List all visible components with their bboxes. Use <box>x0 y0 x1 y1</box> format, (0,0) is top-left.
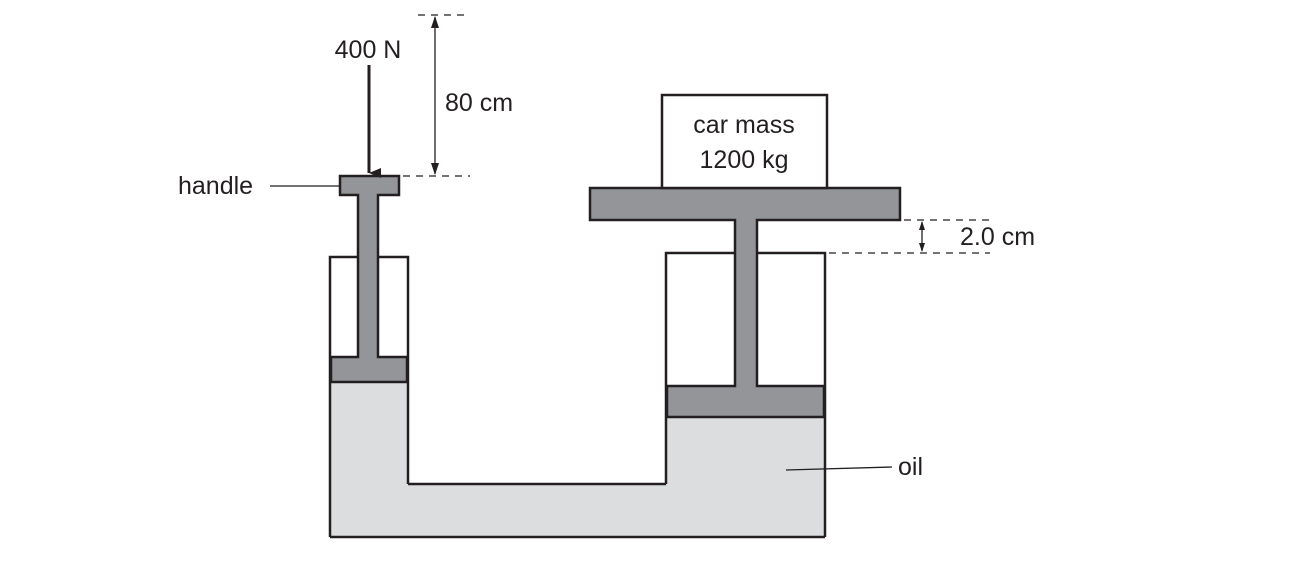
handle-distance-arrowhead-up <box>431 16 439 28</box>
small-piston <box>329 174 409 384</box>
large-piston <box>588 186 902 419</box>
oil-region <box>330 382 825 537</box>
handle-distance-label: 80 cm <box>445 89 513 117</box>
car-mass-value: 1200 kg <box>700 146 789 174</box>
oil-leader-line <box>785 466 893 471</box>
car-mass-box <box>660 93 829 190</box>
oil-label: oil <box>898 453 923 481</box>
lift-arrowhead-up <box>919 221 925 230</box>
force-label: 400 N <box>335 36 402 64</box>
car-mass-label: car mass <box>693 111 794 139</box>
lift-distance-label: 2.0 cm <box>960 223 1035 251</box>
handle-label: handle <box>178 172 253 200</box>
connecting-channel <box>330 482 825 539</box>
lift-arrowhead-down <box>919 243 925 252</box>
handle-distance-arrowhead-down <box>431 163 439 175</box>
